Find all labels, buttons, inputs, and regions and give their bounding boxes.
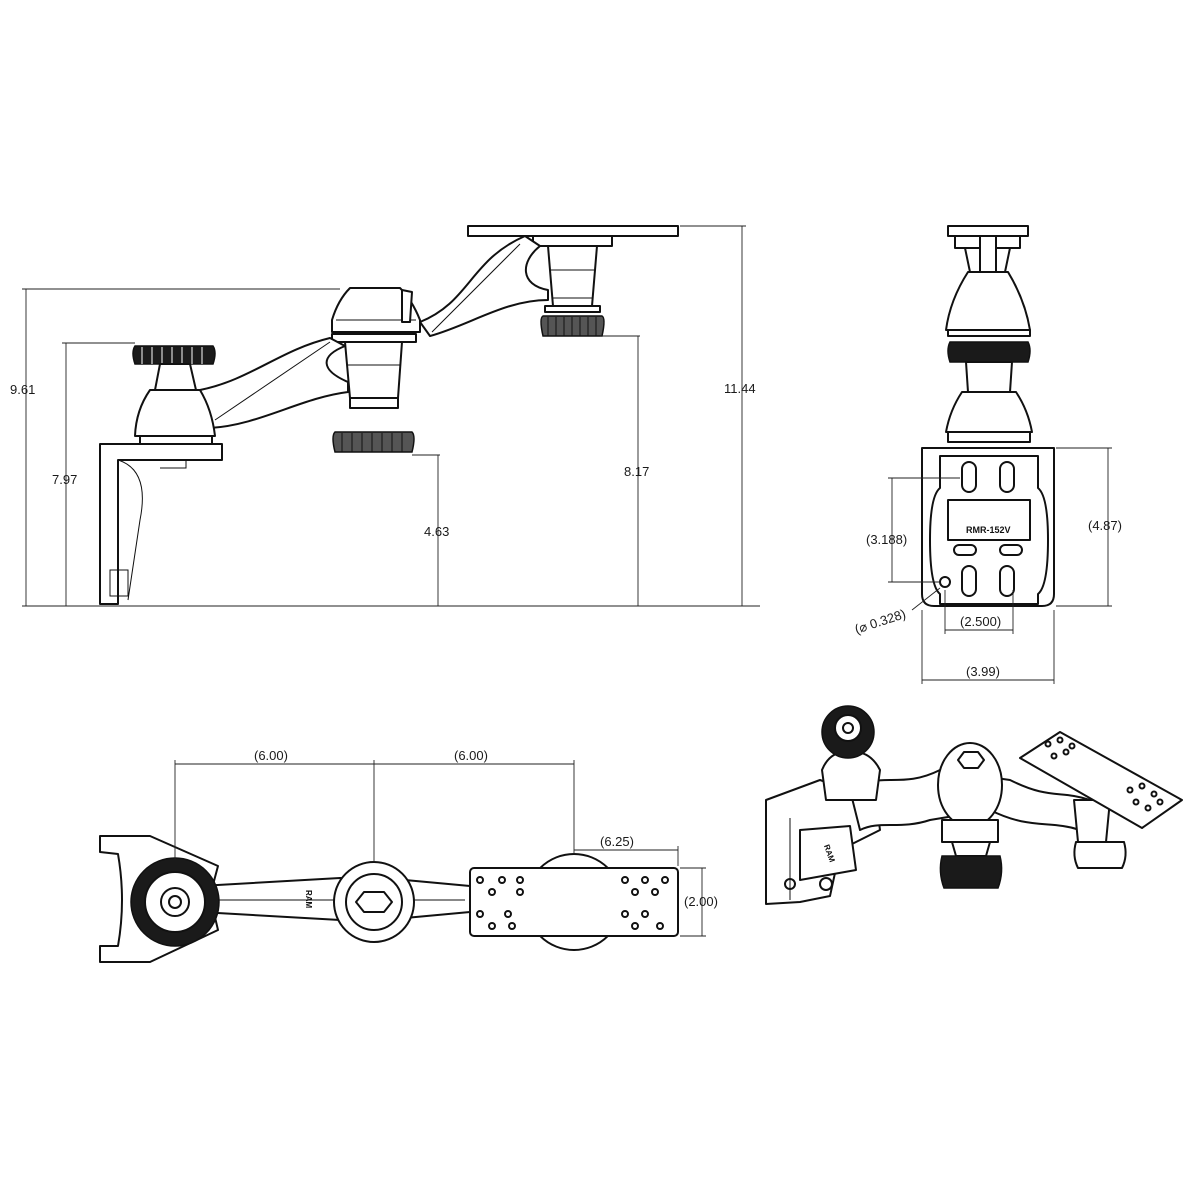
- iso-right-knob: [1073, 841, 1127, 869]
- dim-arm-1-label: (6.00): [254, 748, 288, 763]
- iso-center-ball: [937, 742, 1003, 828]
- dim-knob-height-label: 7.97: [52, 472, 77, 487]
- top-plate-view: [469, 867, 679, 937]
- center-collar: [331, 333, 417, 343]
- top-view: RAM (6.00) (6.00) (6.25): [99, 748, 718, 963]
- front-lower-ball: [945, 391, 1033, 433]
- dim-right-knob-label: 8.17: [624, 464, 649, 479]
- center-post: [344, 341, 403, 399]
- part-number-label: RMR-152V: [966, 525, 1011, 535]
- dim-hole-diameter-label: (⌀ 0.328): [853, 606, 908, 637]
- dim-overall-left-label: 9.61: [10, 382, 35, 397]
- dim-plate-width-top-label: (2.00): [684, 894, 718, 909]
- iso-top-plate: [1019, 731, 1183, 829]
- side-view: 9.61 7.97 4.63 8.17 11.44: [10, 225, 760, 607]
- front-knob: [947, 341, 1031, 363]
- dim-arm-2-label: (6.00): [454, 748, 488, 763]
- dim-hole-spacing-label: (2.500): [960, 614, 1001, 629]
- front-upper-ball: [945, 271, 1031, 331]
- dim-plate-length-label: (6.25): [600, 834, 634, 849]
- center-post-collar: [349, 397, 399, 409]
- dim-lower-knob-label: 4.63: [424, 524, 449, 539]
- upper-arm: [419, 235, 549, 337]
- front-ball-base: [929, 455, 1049, 605]
- iso-center-knob: [939, 855, 1003, 889]
- hex-socket: [355, 891, 393, 913]
- lower-arm: [199, 337, 349, 429]
- dim-plate-height-label: (4.87): [1088, 518, 1122, 533]
- right-post: [547, 245, 598, 307]
- iso-view: RAM: [765, 705, 1183, 905]
- left-ball-base: [134, 389, 216, 437]
- dim-plate-width-label: (3.99): [966, 664, 1000, 679]
- dim-slot-spacing-label: (3.188): [866, 532, 907, 547]
- left-knob: [132, 345, 216, 365]
- top-plate: [467, 225, 679, 237]
- right-post-cap: [532, 235, 613, 247]
- front-top-plate: [947, 225, 1029, 237]
- dim-overall-height-label: 11.44: [724, 381, 756, 396]
- top-brand-label: RAM: [304, 890, 313, 909]
- right-post-collar: [544, 305, 601, 313]
- lower-knob: [332, 431, 415, 453]
- front-view: RMR-152V (3.188) (4.87) (⌀ 0.328) (2.500…: [853, 225, 1122, 684]
